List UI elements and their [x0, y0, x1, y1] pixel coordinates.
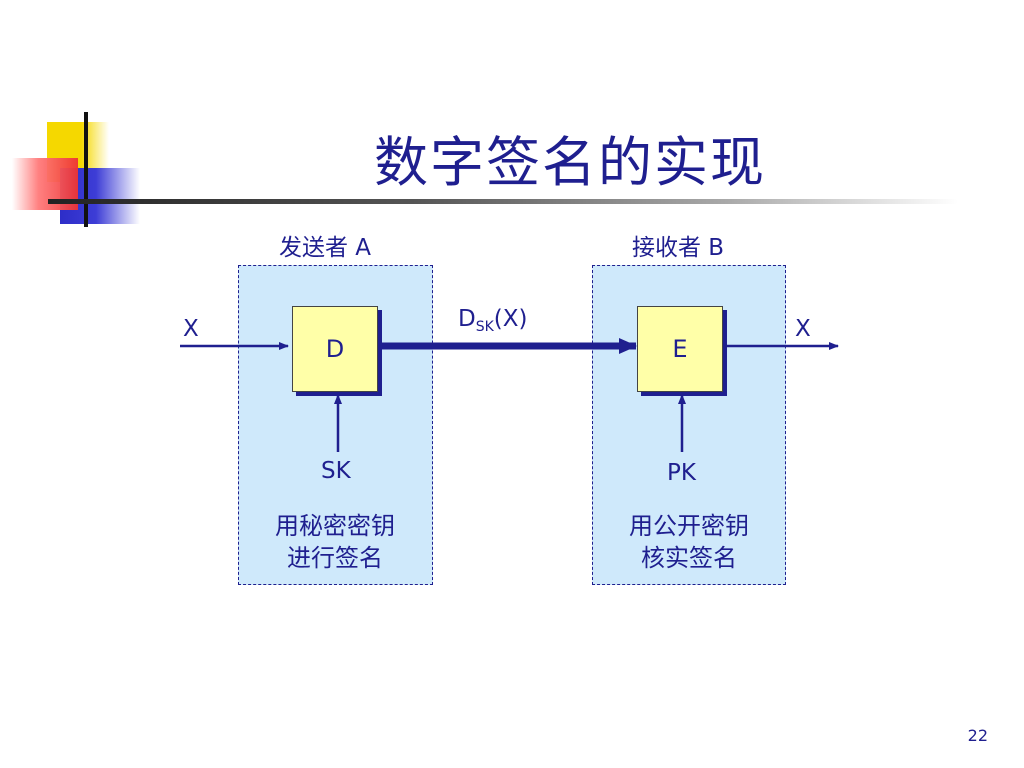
sender-caption-line1: 用秘密密钥: [275, 512, 395, 540]
decor-vertical-rule: [84, 112, 88, 227]
secret-key-label: SK: [321, 458, 351, 484]
sender-caption: 用秘密密钥 进行签名: [245, 510, 425, 574]
receiver-caption-line2: 核实签名: [641, 544, 737, 572]
decrypt-box-label: D: [325, 335, 345, 363]
decrypt-box: D: [292, 306, 378, 392]
output-x-label: X: [795, 316, 811, 342]
receiver-heading: 接收者 B: [632, 235, 725, 261]
sender-heading: 发送者 A: [279, 235, 372, 261]
input-x-label: X: [183, 316, 199, 342]
signed-main: D: [458, 306, 476, 332]
public-key-label: PK: [667, 460, 696, 486]
receiver-caption: 用公开密钥 核实签名: [599, 510, 779, 574]
signed-subscript: SK: [475, 319, 494, 335]
encrypt-box: E: [637, 306, 723, 392]
page-number: 22: [967, 726, 988, 745]
encrypt-box-label: E: [672, 335, 688, 363]
signed-message-label: DSK(X): [458, 306, 528, 335]
signed-arg: (X): [493, 306, 528, 332]
title-underline: [48, 199, 958, 204]
slide-title: 数字签名的实现: [374, 131, 766, 194]
sender-caption-line2: 进行签名: [287, 544, 383, 572]
receiver-caption-line1: 用公开密钥: [629, 512, 749, 540]
